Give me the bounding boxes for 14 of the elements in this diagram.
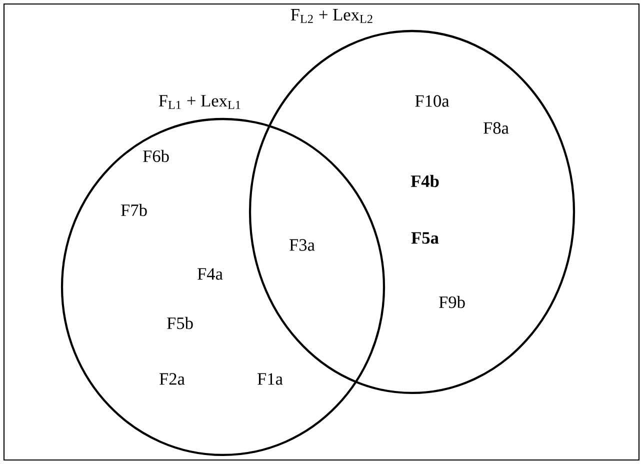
- item-label: F8a: [484, 122, 509, 134]
- item-label: F5a: [411, 232, 439, 244]
- item-label: F7b: [121, 204, 147, 216]
- item-label: F4a: [198, 268, 223, 280]
- set-heading: F$_{L1}$ + Lex$_{L1}$: [158, 95, 240, 109]
- item-label: F10a: [415, 95, 450, 107]
- item-label: F6b: [143, 150, 169, 162]
- item-label: F2a: [160, 373, 185, 385]
- set-heading: F$_{L2}$ + Lex$_{L2}$: [290, 9, 372, 23]
- item-label: F9b: [439, 296, 465, 308]
- item-label: F3a: [290, 239, 315, 251]
- item-label: F1a: [258, 373, 283, 385]
- item-label: F5b: [167, 316, 193, 330]
- item-label: F4b: [410, 174, 439, 188]
